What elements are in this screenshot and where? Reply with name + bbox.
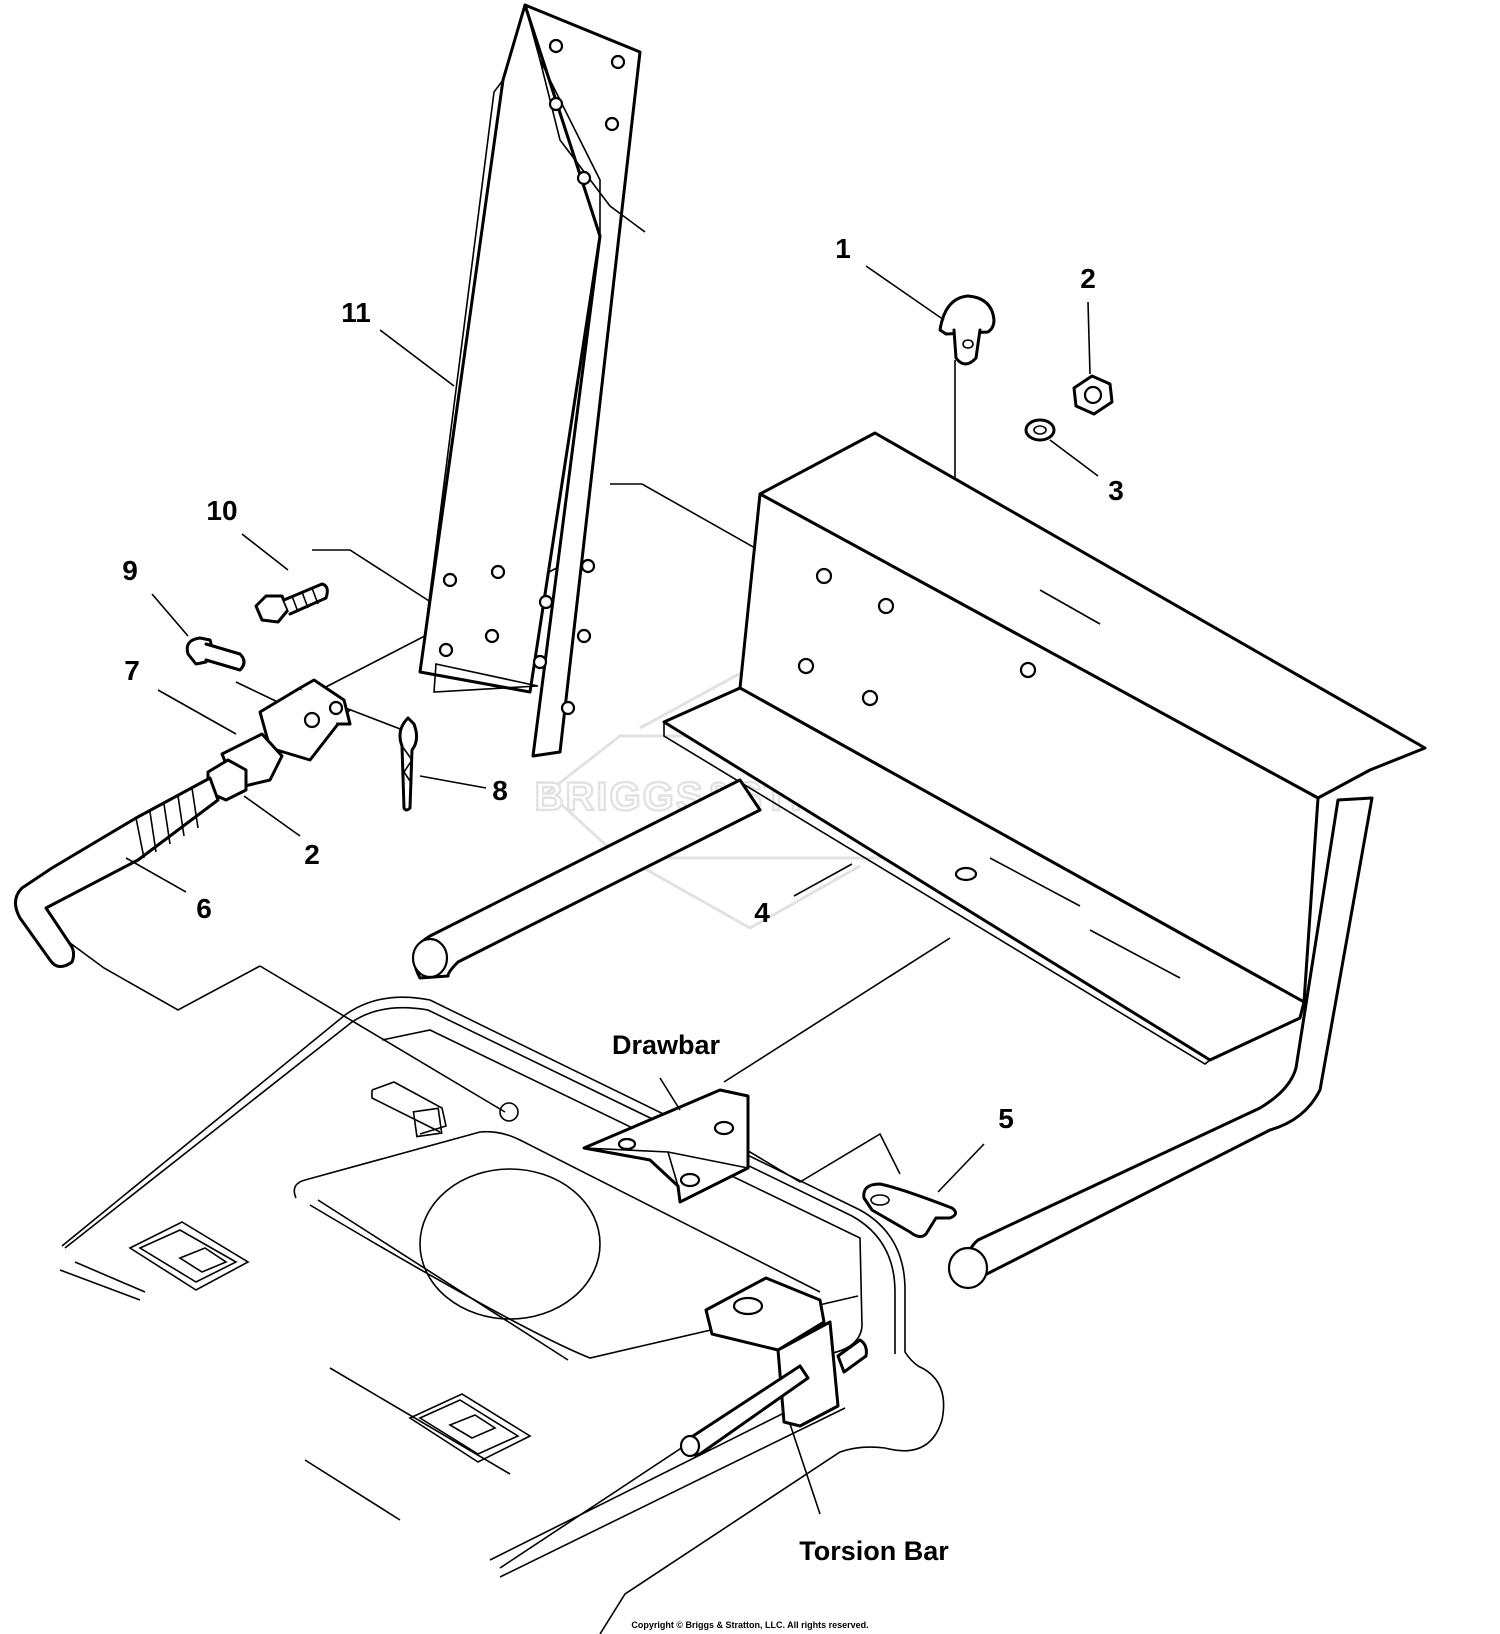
copyright-notice: Copyright © Briggs & Stratton, LLC. All … bbox=[631, 1620, 868, 1630]
part-6-threaded-rod bbox=[14, 776, 220, 968]
part-11-bracket bbox=[418, 3, 646, 758]
part-1-pin bbox=[938, 294, 996, 366]
callout-2-jam-nut: 2 bbox=[304, 839, 320, 870]
callout-6: 6 bbox=[196, 893, 212, 924]
part-3-lock-washer bbox=[1024, 418, 1056, 442]
torsion-bar-label: Torsion Bar bbox=[799, 1536, 949, 1566]
callout-4: 4 bbox=[754, 897, 770, 928]
callout-8: 8 bbox=[492, 775, 508, 806]
callout-3: 3 bbox=[1108, 475, 1124, 506]
part-8-hairpin bbox=[398, 716, 419, 812]
callout-leaders bbox=[125, 265, 1099, 1515]
part-5-clip bbox=[862, 1182, 957, 1239]
callout-numbers: 1 2 3 4 5 6 7 8 2 9 10 11 bbox=[122, 233, 1124, 1134]
callout-1: 1 bbox=[835, 233, 851, 264]
callout-7: 7 bbox=[124, 655, 140, 686]
part-2-hex-nut bbox=[1072, 374, 1114, 416]
part-4-plate bbox=[411, 431, 1427, 1290]
part-9-pin bbox=[185, 636, 246, 672]
torsion-bar-bracket bbox=[679, 1276, 868, 1458]
callout-9: 9 bbox=[122, 555, 138, 586]
drawbar bbox=[582, 1088, 750, 1204]
callout-5: 5 bbox=[998, 1103, 1014, 1134]
part-10-bolt bbox=[254, 582, 329, 624]
callout-11: 11 bbox=[341, 297, 371, 328]
drawbar-label: Drawbar bbox=[612, 1030, 721, 1060]
part-7-clevis bbox=[220, 678, 352, 790]
callout-2-nut: 2 bbox=[1080, 263, 1096, 294]
callout-10: 10 bbox=[206, 495, 237, 526]
